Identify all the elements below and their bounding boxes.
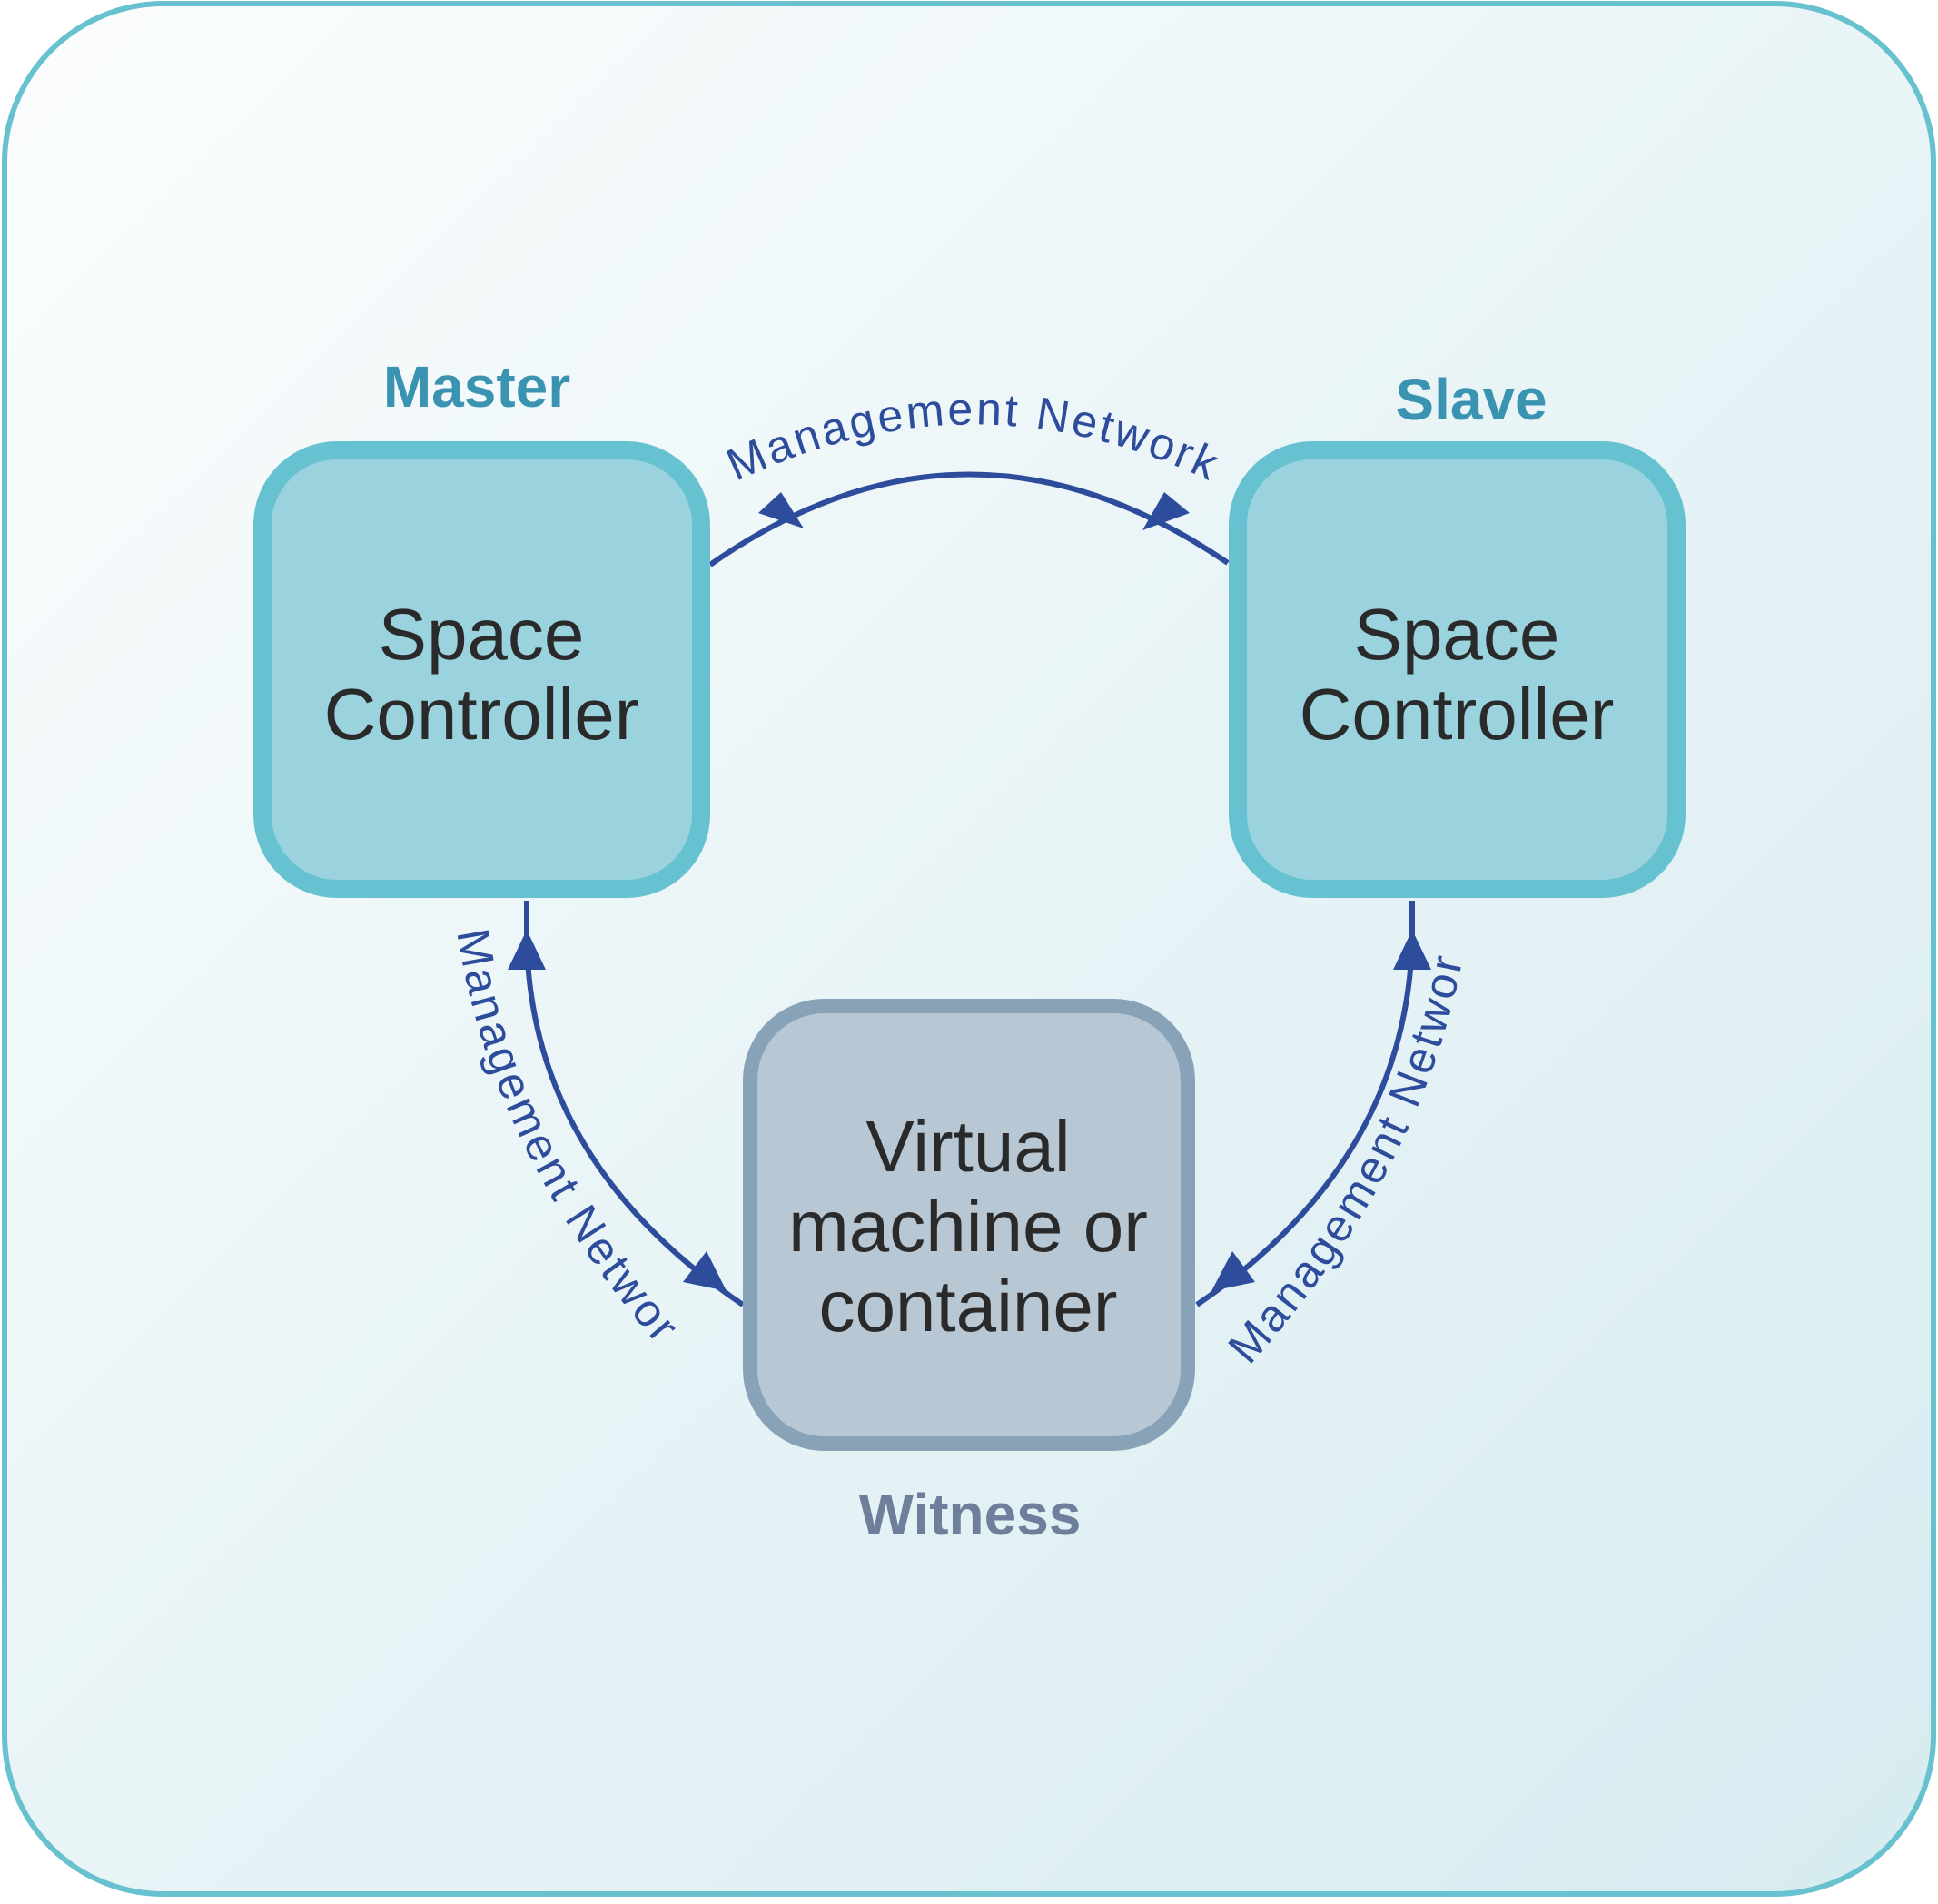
arrowhead-left-up bbox=[508, 930, 546, 970]
slave-node: Slave Space Controller bbox=[1229, 367, 1686, 898]
arrowhead-top-right bbox=[1142, 492, 1190, 530]
connector-slave-witness bbox=[1195, 901, 1415, 1307]
witness-role-label: Witness bbox=[859, 1482, 1082, 1547]
connectors bbox=[508, 471, 1431, 1307]
slave-box-line-1: Space bbox=[1354, 594, 1560, 675]
arrowhead-right-up bbox=[1393, 930, 1431, 970]
witness-box-line-2: machine or bbox=[788, 1186, 1148, 1267]
witness-box bbox=[743, 999, 1195, 1451]
master-controller-box bbox=[253, 441, 710, 898]
connector-master-witness bbox=[524, 901, 745, 1307]
master-role-label: Master bbox=[383, 354, 570, 419]
slave-controller-box bbox=[1229, 441, 1686, 898]
master-box-line-2: Controller bbox=[324, 674, 639, 755]
slave-box-line-2: Controller bbox=[1300, 674, 1615, 755]
arrowhead-left-down bbox=[683, 1251, 727, 1291]
witness-box-line-1: Virtual bbox=[865, 1106, 1070, 1187]
master-box-line-1: Space bbox=[379, 594, 585, 675]
witness-node: Virtual machine or container Witness bbox=[743, 999, 1195, 1547]
slave-role-label: Slave bbox=[1395, 367, 1547, 432]
arrowhead-top-left bbox=[758, 492, 804, 528]
witness-box-line-3: container bbox=[818, 1266, 1117, 1347]
master-node: Master Space Controller bbox=[253, 354, 710, 898]
arrowhead-right-down bbox=[1211, 1251, 1255, 1291]
